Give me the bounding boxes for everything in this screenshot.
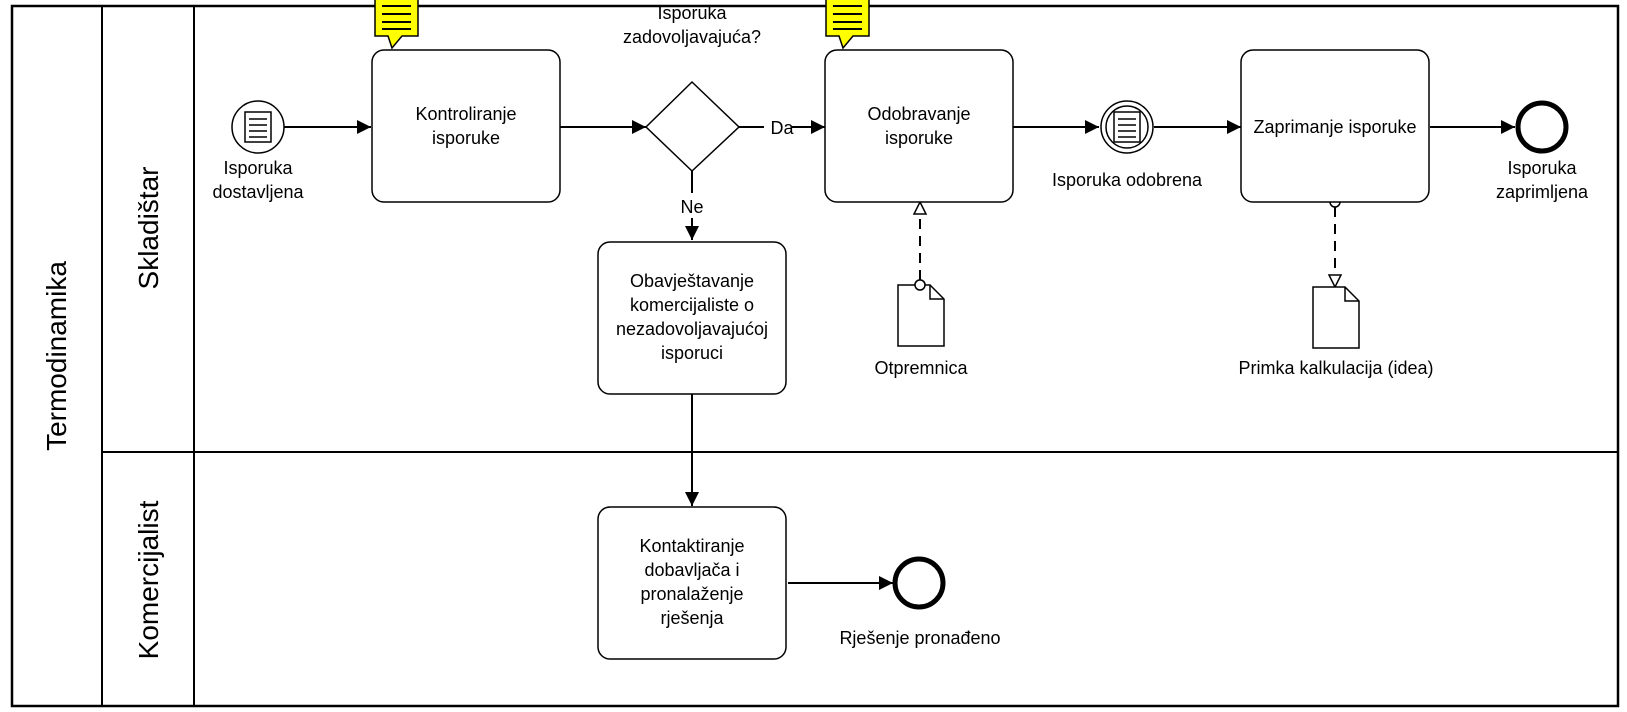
task-approve-label-line1: Odobravanje [867, 104, 970, 124]
pool-title: Termodinamika [41, 261, 72, 451]
task-receive-label: Zaprimanje isporuke [1253, 117, 1416, 137]
gateway-label-line1: Isporuka [657, 3, 727, 23]
gateway-no-label: Ne [680, 197, 703, 217]
document-receipt [1312, 286, 1360, 349]
gateway-yes-label: Da [770, 118, 794, 138]
task-contact-label-line3: pronalaženje [640, 584, 743, 604]
association-receipt [1327, 196, 1343, 289]
task-contact-label-line4: rješenja [660, 608, 724, 628]
lane-title-skladistar: Skladištar [133, 167, 164, 290]
end-event-solution-label: Rješenje pronađeno [839, 628, 1000, 648]
task-contact-supplier [597, 506, 787, 660]
gateway-label-line2: zadovoljavajuća? [623, 27, 761, 47]
gateway-delivery-ok [644, 80, 741, 173]
end-event-solution-found [892, 556, 946, 610]
end-event-received [1515, 100, 1569, 154]
task-notify-label-line3: nezadovoljavajućoj [616, 319, 768, 339]
pool: Termodinamika Skladištar Komercijalist [10, 4, 1620, 708]
task-approve-label-line2: isporuke [885, 128, 953, 148]
start-event [231, 100, 285, 154]
start-event-label-line1: Isporuka [223, 158, 293, 178]
task-approve-delivery [824, 49, 1014, 203]
start-event-label-line2: dostavljena [212, 182, 304, 202]
lane-title-komercijalist: Komercijalist [133, 500, 164, 659]
task-notify-commercial [597, 241, 787, 395]
task-control-label-line1: Kontroliranje [415, 104, 516, 124]
annotation-approve [825, 0, 870, 50]
association-delivery-note [912, 200, 928, 291]
intermediate-event-label: Isporuka odobrena [1052, 170, 1203, 190]
sequence-flows [284, 120, 1515, 590]
task-notify-label-line1: Obavještavanje [630, 271, 754, 291]
intermediate-event [1100, 100, 1154, 154]
document-delivery-note-label: Otpremnica [874, 358, 968, 378]
task-receive-delivery [1240, 49, 1430, 203]
end-event-received-label-line1: Isporuka [1507, 158, 1577, 178]
task-control-delivery [371, 49, 561, 203]
task-contact-label-line1: Kontaktiranje [639, 536, 744, 556]
document-delivery-note [897, 284, 945, 347]
task-notify-label-line4: isporuci [661, 343, 723, 363]
task-notify-label-line2: komercijaliste o [630, 295, 754, 315]
task-contact-label-line2: dobavljača i [644, 560, 739, 580]
task-control-label-line2: isporuke [432, 128, 500, 148]
end-event-received-label-line2: zaprimljena [1496, 182, 1589, 202]
document-receipt-label: Primka kalkulacija (idea) [1238, 358, 1433, 378]
annotation-control [374, 0, 419, 50]
